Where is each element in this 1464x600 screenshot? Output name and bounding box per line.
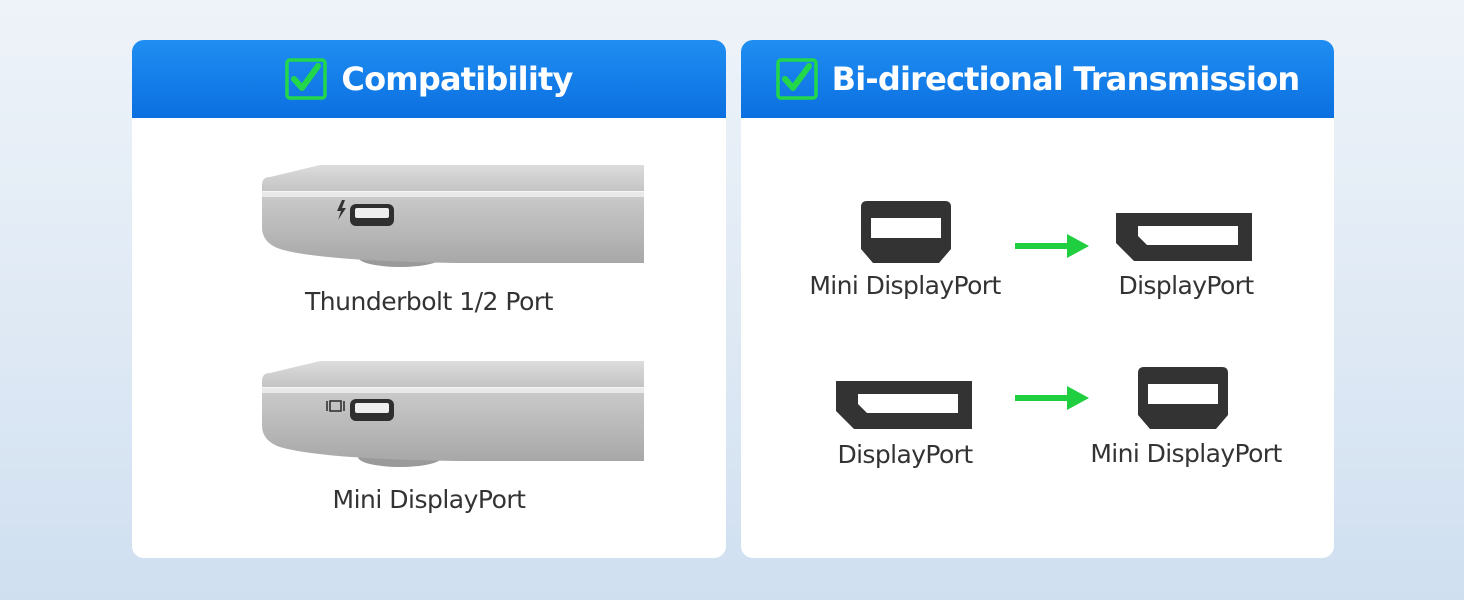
right-arrow-icon: [1015, 234, 1089, 258]
compatibility-header: Compatibility: [132, 40, 726, 118]
right-arrow-icon: [1015, 386, 1089, 410]
displayport-connector-icon: [1116, 213, 1252, 261]
row2-source-label: DisplayPort: [837, 440, 973, 469]
mini-displayport-connector-icon: [1138, 367, 1228, 429]
compatibility-title: Compatibility: [341, 60, 573, 98]
row1-source-label: Mini DisplayPort: [809, 271, 1001, 300]
row1-target-label: DisplayPort: [1118, 271, 1254, 300]
row2-target-label: Mini DisplayPort: [1090, 439, 1282, 468]
displayport-connector-icon: [836, 381, 972, 429]
mini-displayport-caption: Mini DisplayPort: [332, 485, 526, 514]
checkmark-icon: [775, 58, 818, 100]
mini-displayport-connector-icon: [861, 201, 951, 263]
laptop-thunderbolt-port-image: [260, 165, 644, 277]
compatibility-card: Compatibility Thunderbolt 1/2 Port: [132, 40, 726, 558]
checkmark-icon: [285, 58, 328, 100]
transmission-card: Bi-directional Transmission Mini Display…: [741, 40, 1334, 558]
laptop-mini-displayport-image: [260, 361, 644, 473]
thunderbolt-port-caption: Thunderbolt 1/2 Port: [305, 287, 553, 316]
transmission-title: Bi-directional Transmission: [831, 60, 1301, 98]
transmission-header: Bi-directional Transmission: [741, 40, 1334, 118]
